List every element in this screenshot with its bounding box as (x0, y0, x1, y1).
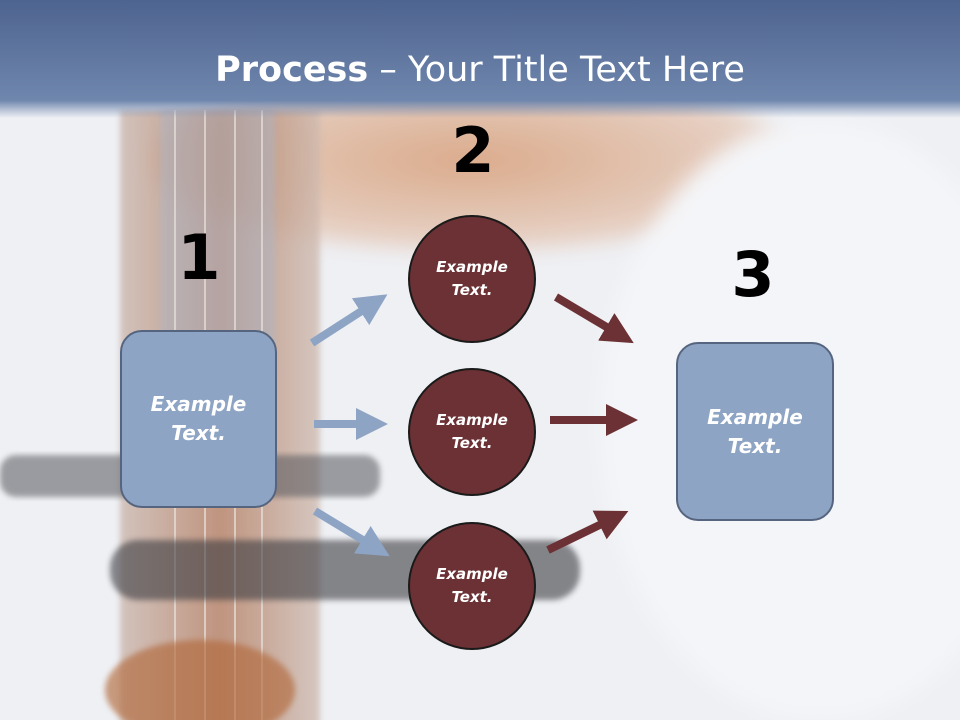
circle-top-line2: Text. (451, 281, 493, 299)
step-3-line1: Example (707, 404, 803, 429)
step-3-number: 3 (731, 238, 775, 311)
arrow-1-to-top (309, 294, 388, 347)
step-2-circle-middle: Example Text. (408, 368, 536, 496)
step-3-line2: Text. (727, 433, 783, 458)
title-rest: – Your Title Text Here (368, 50, 745, 90)
step-1-line2: Text. (171, 421, 226, 445)
step-2-circle-bottom: Example Text. (408, 522, 536, 650)
step-2-number: 2 (451, 114, 495, 187)
slide-title: Process – Your Title Text Here (0, 50, 960, 90)
step-2-circle-top: Example Text. (408, 215, 536, 343)
step-1-box: Example Text. (120, 330, 277, 508)
circle-bottom-line2: Text. (451, 588, 493, 606)
circle-middle-line2: Text. (451, 434, 493, 452)
step-1-line1: Example (150, 392, 247, 416)
arrow-top-to-3 (553, 293, 634, 344)
step-1-number: 1 (177, 221, 221, 294)
circle-middle-line1: Example (436, 411, 508, 429)
arrow-bottom-to-3 (546, 510, 629, 554)
circle-bottom-line1: Example (436, 565, 508, 583)
step-3-box: Example Text. (676, 342, 834, 521)
arrow-1-to-bottom (312, 507, 390, 557)
title-bold: Process (215, 50, 369, 90)
circle-top-line1: Example (436, 258, 508, 276)
